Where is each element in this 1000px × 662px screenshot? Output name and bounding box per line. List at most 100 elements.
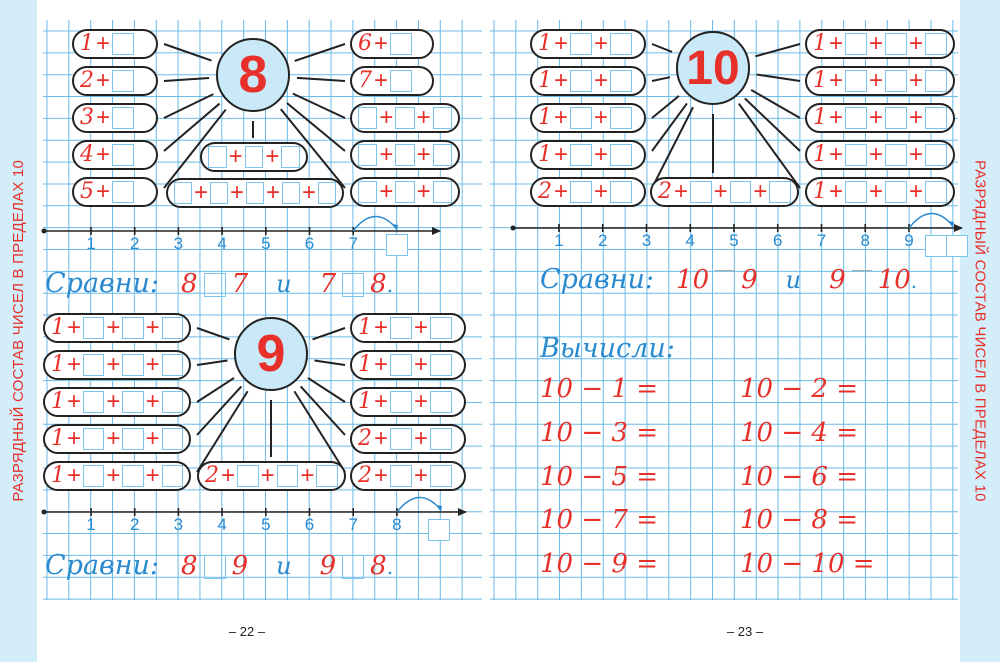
answer-box[interactable] bbox=[885, 70, 907, 92]
answer-box[interactable] bbox=[122, 391, 144, 413]
answer-box[interactable] bbox=[358, 181, 378, 203]
compare-answer-box[interactable] bbox=[203, 555, 226, 579]
answer-box[interactable] bbox=[570, 33, 593, 55]
compare-answer-box[interactable] bbox=[715, 269, 736, 293]
answer-box[interactable] bbox=[237, 465, 259, 487]
compare-answer-box[interactable] bbox=[342, 555, 365, 579]
addend-digit: 4 bbox=[80, 142, 94, 167]
plus-sign: + bbox=[67, 462, 82, 489]
addend-digit: 7 bbox=[358, 68, 372, 93]
answer-box[interactable] bbox=[83, 391, 105, 413]
answer-box[interactable] bbox=[432, 181, 453, 203]
answer-box[interactable] bbox=[161, 354, 183, 376]
answer-box[interactable] bbox=[432, 107, 453, 129]
answer-box[interactable] bbox=[316, 465, 339, 487]
answer-box[interactable] bbox=[885, 33, 907, 55]
answer-box[interactable] bbox=[112, 70, 135, 92]
plus-sign: + bbox=[229, 179, 244, 206]
expression-pill-left: 1+++ bbox=[43, 424, 191, 454]
next-number-answer-box[interactable] bbox=[428, 519, 450, 541]
answer-box[interactable] bbox=[845, 144, 867, 166]
answer-box[interactable] bbox=[161, 428, 183, 450]
answer-box[interactable] bbox=[208, 146, 227, 168]
answer-box[interactable] bbox=[358, 144, 378, 166]
answer-box[interactable] bbox=[690, 181, 712, 203]
answer-box[interactable] bbox=[430, 317, 453, 339]
answer-box[interactable] bbox=[432, 144, 453, 166]
answer-box[interactable] bbox=[122, 465, 144, 487]
answer-box[interactable] bbox=[570, 107, 593, 129]
answer-box[interactable] bbox=[845, 181, 867, 203]
answer-box[interactable] bbox=[925, 181, 947, 203]
answer-box[interactable] bbox=[161, 391, 183, 413]
answer-box[interactable] bbox=[395, 144, 415, 166]
answer-box[interactable] bbox=[610, 144, 633, 166]
answer-box[interactable] bbox=[390, 33, 413, 55]
answer-box[interactable] bbox=[122, 317, 144, 339]
answer-box[interactable] bbox=[390, 391, 413, 413]
answer-box[interactable] bbox=[122, 354, 144, 376]
answer-box[interactable] bbox=[161, 317, 183, 339]
answer-box[interactable] bbox=[610, 181, 633, 203]
answer-box[interactable] bbox=[845, 107, 867, 129]
plus-sign: + bbox=[145, 462, 160, 489]
next-number-answer-box[interactable] bbox=[946, 235, 968, 257]
answer-box[interactable] bbox=[885, 181, 907, 203]
next-number-answer-box[interactable] bbox=[925, 235, 947, 257]
compare-answer-box[interactable] bbox=[203, 273, 226, 297]
answer-box[interactable] bbox=[161, 465, 183, 487]
answer-box[interactable] bbox=[112, 33, 135, 55]
answer-box[interactable] bbox=[430, 428, 453, 450]
answer-box[interactable] bbox=[112, 107, 135, 129]
answer-box[interactable] bbox=[210, 182, 228, 204]
answer-box[interactable] bbox=[276, 465, 299, 487]
answer-box[interactable] bbox=[885, 107, 907, 129]
answer-box[interactable] bbox=[570, 181, 593, 203]
answer-box[interactable] bbox=[390, 354, 413, 376]
answer-box[interactable] bbox=[885, 144, 907, 166]
compare-answer-box[interactable] bbox=[342, 273, 365, 297]
answer-box[interactable] bbox=[925, 107, 947, 129]
answer-box[interactable] bbox=[122, 428, 144, 450]
answer-box[interactable] bbox=[358, 107, 378, 129]
answer-box[interactable] bbox=[845, 70, 867, 92]
answer-box[interactable] bbox=[430, 391, 453, 413]
answer-box[interactable] bbox=[925, 33, 947, 55]
answer-box[interactable] bbox=[281, 146, 300, 168]
answer-box[interactable] bbox=[729, 181, 752, 203]
answer-box[interactable] bbox=[83, 428, 105, 450]
answer-box[interactable] bbox=[610, 33, 633, 55]
answer-box[interactable] bbox=[395, 181, 415, 203]
answer-box[interactable] bbox=[925, 144, 947, 166]
answer-box[interactable] bbox=[610, 70, 633, 92]
answer-box[interactable] bbox=[610, 107, 633, 129]
compare-answer-box[interactable] bbox=[851, 269, 872, 293]
expression-pill-middle: 2+++ bbox=[650, 177, 799, 207]
compare-number: 8 bbox=[181, 551, 198, 581]
answer-box[interactable] bbox=[390, 465, 413, 487]
answer-box[interactable] bbox=[244, 146, 264, 168]
answer-box[interactable] bbox=[430, 465, 453, 487]
answer-box[interactable] bbox=[174, 182, 192, 204]
answer-box[interactable] bbox=[318, 182, 336, 204]
answer-box[interactable] bbox=[390, 317, 413, 339]
answer-box[interactable] bbox=[395, 107, 415, 129]
answer-box[interactable] bbox=[570, 144, 593, 166]
plus-sign: + bbox=[106, 351, 121, 378]
answer-box[interactable] bbox=[769, 181, 792, 203]
answer-box[interactable] bbox=[570, 70, 593, 92]
answer-box[interactable] bbox=[83, 354, 105, 376]
answer-box[interactable] bbox=[430, 354, 453, 376]
answer-box[interactable] bbox=[390, 70, 413, 92]
answer-box[interactable] bbox=[112, 181, 135, 203]
answer-box[interactable] bbox=[925, 70, 947, 92]
side-strip-left: РАЗРЯДНЫЙ СОСТАВ ЧИСЕЛ В ПРЕДЕЛАХ 10 bbox=[0, 0, 37, 662]
answer-box[interactable] bbox=[246, 182, 264, 204]
answer-box[interactable] bbox=[390, 428, 413, 450]
next-number-answer-box[interactable] bbox=[386, 234, 408, 256]
answer-box[interactable] bbox=[83, 317, 105, 339]
answer-box[interactable] bbox=[845, 33, 867, 55]
answer-box[interactable] bbox=[112, 144, 135, 166]
answer-box[interactable] bbox=[282, 182, 300, 204]
answer-box[interactable] bbox=[83, 465, 105, 487]
